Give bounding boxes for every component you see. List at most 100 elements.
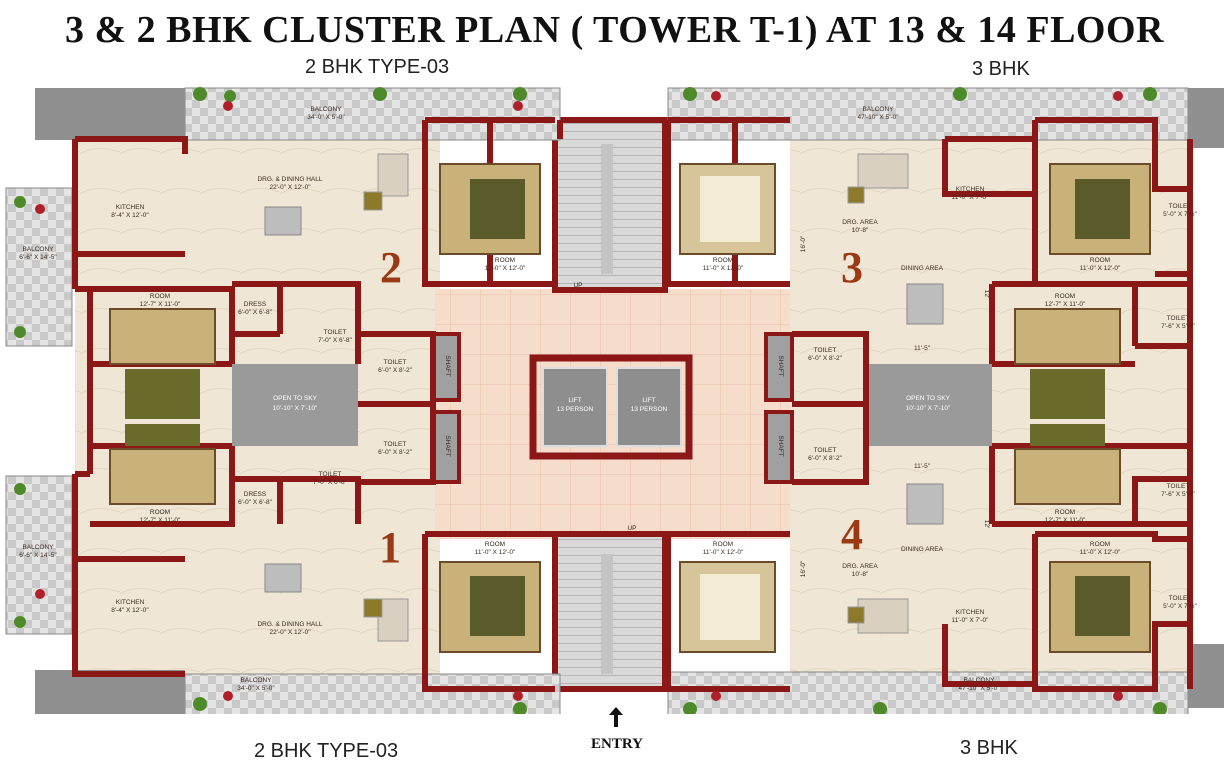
svg-text:11'-0" X 12'-0": 11'-0" X 12'-0" (1080, 549, 1121, 556)
planter-pot-icons (35, 91, 1123, 701)
label-lift-right: LIFT (642, 397, 655, 404)
svg-text:11'-0" X 7'-0": 11'-0" X 7'-0" (952, 617, 990, 624)
svg-text:12'-7" X 11'-0": 12'-7" X 11'-0" (140, 301, 181, 308)
label-toilet-u4-mid: TOILET (1167, 483, 1190, 490)
shaft-right-b (764, 410, 794, 484)
svg-text:13 PERSON: 13 PERSON (631, 406, 668, 413)
label-kitchen-u2: KITCHEN (116, 204, 145, 211)
label-shaft-left-a: SHAFT (444, 355, 451, 376)
balcony-bottom-right (667, 671, 1189, 714)
svg-text:12'-7" X 11'-0": 12'-7" X 11'-0" (1045, 517, 1086, 524)
svg-text:34'-0" X 5'-0": 34'-0" X 5'-0" (237, 685, 275, 692)
label-room-u3-top-left: ROOM (713, 257, 733, 264)
label-dim-12-bottom: 12' (983, 520, 990, 528)
label-kitchen-u4: KITCHEN (956, 609, 985, 616)
svg-text:47'-10" X 5'-0": 47'-10" X 5'-0" (857, 114, 899, 121)
svg-text:13 PERSON: 13 PERSON (557, 406, 594, 413)
balcony-side-lower (5, 475, 73, 635)
slab-top-right (1188, 88, 1224, 148)
label-kitchen-u3: KITCHEN (956, 186, 985, 193)
label-dining-area-u3: DINING AREA (901, 265, 944, 272)
label-toilet-u2: TOILET (324, 329, 347, 336)
stair-top-divider (601, 144, 613, 274)
label-dim-11-5-top: 11'-5" (914, 345, 931, 352)
unit-number-2: 2 (380, 243, 402, 292)
label-balcony-top-left: BALCONY (310, 106, 342, 113)
floor-plan: BALCONY 34'-0" X 5'-0" BALCONY 47'-10" X… (5, 87, 1224, 714)
central-lobby (435, 289, 790, 539)
shaft-right-a (764, 332, 794, 402)
label-dim-12-top: 12' (983, 290, 990, 298)
svg-text:34'-0" X 5'-0": 34'-0" X 5'-0" (307, 114, 345, 121)
label-shaft-left-b: SHAFT (444, 435, 451, 456)
svg-text:10'-8": 10'-8" (852, 571, 869, 578)
entry-arrow-icon (609, 707, 623, 727)
svg-text:6'-0" X 8'-2": 6'-0" X 8'-2" (378, 367, 413, 374)
label-toilet-u4-bottom: TOILET (1169, 595, 1192, 602)
svg-text:6'-0" X 8'-2": 6'-0" X 8'-2" (808, 355, 843, 362)
heading-bottom-right: 3 BHK (960, 737, 1018, 759)
heading-top-right: 3 BHK (972, 58, 1030, 80)
svg-text:11'-0" X 12'-0": 11'-0" X 12'-0" (1080, 265, 1121, 272)
room-labels: BALCONY 34'-0" X 5'-0" BALCONY 47'-10" X… (19, 106, 1197, 692)
svg-text:7'-6" X 5'-0": 7'-6" X 5'-0" (1161, 323, 1196, 330)
heading-top-left: 2 BHK TYPE-03 (305, 56, 450, 78)
svg-text:11'-0" X 12'-0": 11'-0" X 12'-0" (703, 265, 744, 272)
walls (72, 117, 1193, 692)
label-shaft-right-a: SHAFT (777, 355, 784, 376)
label-room-u3-mid: ROOM (1055, 293, 1075, 300)
svg-text:10'-10" X 7'-10": 10'-10" X 7'-10" (906, 405, 951, 412)
unit-numbers: 2 1 3 4 (379, 243, 863, 572)
svg-text:12'-7" X 11'-0": 12'-7" X 11'-0" (140, 517, 181, 524)
dining-table-icons (264, 206, 944, 593)
label-toilet-left-a: TOILET (384, 359, 407, 366)
label-lift-left: LIFT (568, 397, 581, 404)
label-room-u2-top: ROOM (495, 257, 515, 264)
label-room-u4-mid: ROOM (1055, 509, 1075, 516)
slab-bottom-left (35, 670, 185, 714)
svg-text:6'-0" X 6'-8": 6'-0" X 6'-8" (238, 499, 273, 506)
svg-text:11'-0" X 12'-0": 11'-0" X 12'-0" (485, 265, 526, 272)
plan-title: 3 & 2 BHK CLUSTER PLAN ( TOWER T-1) AT 1… (65, 9, 1164, 51)
svg-text:11'-0" X 12'-0": 11'-0" X 12'-0" (703, 549, 744, 556)
balcony-top-left (184, 87, 561, 141)
label-dining-area-u4: DINING AREA (901, 546, 944, 553)
svg-text:6'-6" X 14'-5": 6'-6" X 14'-5" (19, 254, 57, 261)
heading-bottom-left: 2 BHK TYPE-03 (254, 740, 399, 762)
svg-text:7'-0" X 6'-8": 7'-0" X 6'-8" (313, 479, 348, 486)
label-up-top: UP (573, 282, 582, 289)
svg-text:22'-0" X 12'-0": 22'-0" X 12'-0" (269, 629, 311, 636)
label-drg-area-u4: DRG. AREA (842, 563, 878, 570)
svg-text:6'-6" X 14'-5": 6'-6" X 14'-5" (19, 552, 57, 559)
svg-text:10'-10" X 7'-10": 10'-10" X 7'-10" (273, 405, 318, 412)
balcony-bottom-left (184, 673, 561, 714)
label-room-u1-bottom: ROOM (485, 541, 505, 548)
open-to-sky-right (866, 364, 992, 446)
slab-top-left (35, 88, 185, 140)
label-shaft-right-b: SHAFT (777, 435, 784, 456)
label-room-u3-right: ROOM (1090, 257, 1110, 264)
label-toilet-u1: TOILET (319, 471, 342, 478)
label-kitchen-u1: KITCHEN (116, 599, 145, 606)
svg-text:8'-4" X 12'-0": 8'-4" X 12'-0" (111, 607, 149, 614)
open-to-sky-left (232, 364, 358, 446)
entry-label: ENTRY (591, 736, 643, 752)
svg-text:6'-0" X 6'-8": 6'-0" X 6'-8" (238, 309, 273, 316)
label-dress-u2: DRESS (244, 301, 267, 308)
lift-core (529, 354, 693, 460)
svg-text:12'-7" X 11'-0": 12'-7" X 11'-0" (1045, 301, 1086, 308)
label-room-u1-left: ROOM (150, 509, 170, 516)
label-room-u4-right: ROOM (1090, 541, 1110, 548)
label-dim-11-5-bottom: 11'-5" (914, 463, 931, 470)
plant-icons (14, 87, 1167, 714)
svg-text:8'-4" X 12'-0": 8'-4" X 12'-0" (111, 212, 149, 219)
svg-text:5'-0" X 7'-6": 5'-0" X 7'-6" (1163, 603, 1198, 610)
svg-text:5'-0" X 7'-6": 5'-0" X 7'-6" (1163, 211, 1198, 218)
label-dim-16-bottom: 16'-0" (800, 560, 807, 577)
label-drg-area-u3: DRG. AREA (842, 219, 878, 226)
svg-text:11'-0" X 7'-0": 11'-0" X 7'-0" (952, 194, 990, 201)
balcony-top-right (667, 87, 1189, 141)
label-dress-u1: DRESS (244, 491, 267, 498)
bed-icons (109, 163, 1151, 653)
label-balcony-bottom-right: BALCONY (963, 677, 995, 684)
